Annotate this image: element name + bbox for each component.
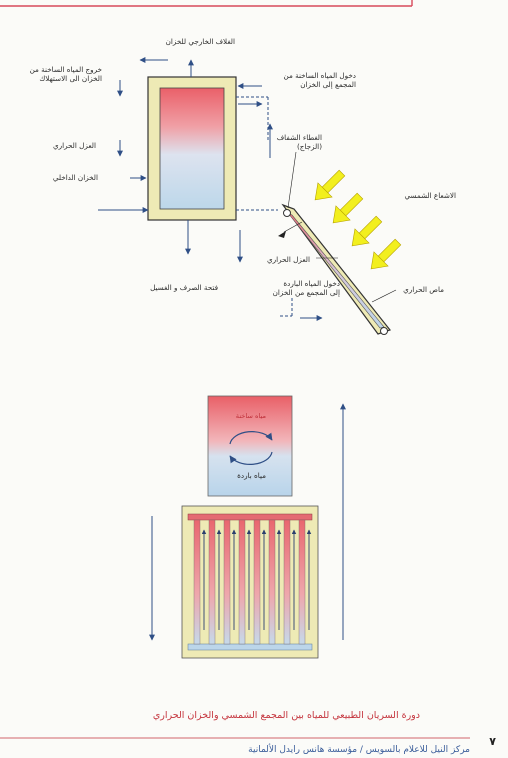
label-leaders-top [283,151,397,303]
inner-tank [159,87,225,210]
footer-publisher: مركز النيل للاعلام بالسويس / مؤسسة هانس … [248,743,470,755]
page-number: ٧ [489,735,496,748]
collector-tube [283,519,291,645]
collector-tube [268,519,276,645]
label-glass-cover: الغطاء الشفاف(الزجاج) [277,133,322,151]
collector-tube [193,519,201,645]
label-insulation-collector: العزل الحراري [267,255,310,264]
label-outer-casing: الغلاف الخارجي للخزان [166,37,235,46]
tube-collector [181,505,319,659]
circulation-arrow-top [229,431,273,445]
solar-radiation-arrows [314,169,402,270]
collector-tube [298,519,306,645]
thermosiphon-tank [207,395,293,497]
figure-caption: دورة السريان الطبيعي للمياه بين المجمع ا… [153,710,420,721]
tank-bottom: مياه ساخنة مياه باردة [207,395,293,497]
label-hot-water: مياه ساخنة [236,412,266,420]
label-cold-water: مياه باردة [237,471,266,480]
collector-tube [208,519,216,645]
collector-bottom-port [380,327,388,335]
collector-tube [238,519,246,645]
leader-arrowhead [278,231,286,238]
solar-collector [281,203,392,335]
bottom-header-pipe [187,643,313,651]
label-insulation-tank: العزل الحراري [53,141,96,150]
tank-pipes [98,59,278,255]
top-header-pipe [187,513,313,521]
label-inner-tank: الخزان الداخلي [53,173,98,182]
tube-collector-frame [181,505,319,659]
flow-arrows-top [117,57,323,321]
flow-arrows-bottom [149,403,346,641]
collector-tube [253,519,261,645]
label-solar-radiation: الاشعاع الشمسي [404,191,456,200]
circulation-arrow-bottom [229,451,273,465]
label-drain-valve: فتحة الصرف و الغسيل [150,283,218,292]
collector-top-port [283,209,291,217]
label-absorber: ماص الحراري [403,285,444,294]
collector-tube [223,519,231,645]
storage-tank [147,76,237,221]
